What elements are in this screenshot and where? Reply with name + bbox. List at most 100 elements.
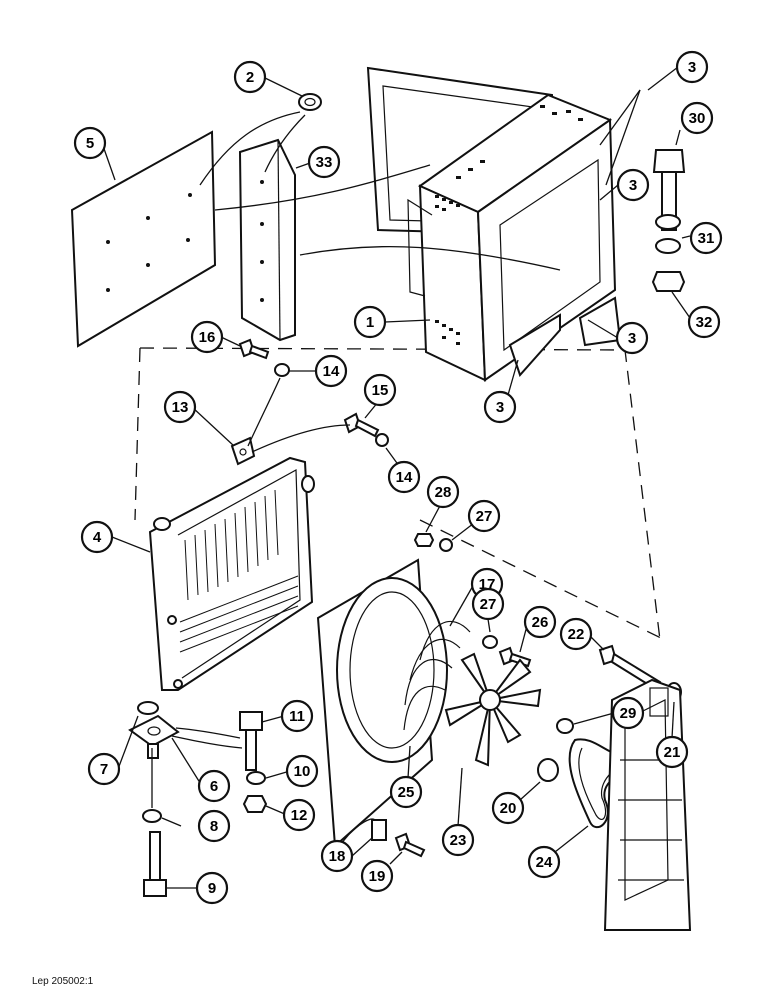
svg-text:24: 24 [536, 854, 553, 871]
svg-text:18: 18 [329, 848, 346, 865]
callout-21: 21 [655, 735, 689, 769]
callout-27: 27 [467, 499, 501, 533]
fan-guard-part-17 [403, 621, 471, 731]
callout-14: 14 [314, 354, 348, 388]
svg-text:9: 9 [208, 880, 216, 897]
callout-33: 33 [307, 145, 341, 179]
callout-23: 23 [441, 823, 475, 857]
washer-part-8 [142, 809, 162, 823]
bolt-part-30 [652, 149, 686, 231]
callout-29: 29 [611, 696, 645, 730]
svg-text:28: 28 [435, 484, 452, 501]
svg-text:27: 27 [480, 596, 497, 613]
svg-text:1: 1 [366, 314, 374, 331]
callout-9: 9 [195, 871, 229, 905]
callout-18: 18 [320, 839, 354, 873]
svg-text:23: 23 [450, 832, 467, 849]
callout-4: 4 [80, 520, 114, 554]
washer-part-14 [274, 363, 389, 447]
callout-3: 3 [483, 390, 517, 424]
svg-text:3: 3 [688, 59, 696, 76]
nut-part-32 [651, 271, 686, 292]
svg-text:14: 14 [396, 469, 413, 486]
mount-part-6 [128, 714, 180, 759]
callout-3: 3 [615, 321, 649, 355]
svg-text:26: 26 [532, 614, 549, 631]
svg-text:3: 3 [628, 330, 636, 347]
callout-25: 25 [389, 775, 423, 809]
svg-text:25: 25 [398, 784, 415, 801]
panel-part-5 [70, 130, 217, 348]
callout-12: 12 [282, 798, 316, 832]
svg-text:3: 3 [629, 177, 637, 194]
pulley-part-29 [556, 718, 574, 734]
radiator-part-4 [148, 456, 315, 691]
washer-part-10 [246, 771, 266, 785]
svg-text:7: 7 [100, 761, 108, 778]
callout-7: 7 [87, 752, 121, 786]
callout-30: 30 [680, 101, 714, 135]
svg-text:5: 5 [86, 135, 94, 152]
callouts: 1 2 3 3 3 3 4 5 6 7 8 9 10 11 12 13 14 1… [73, 50, 723, 905]
svg-text:3: 3 [496, 399, 504, 416]
svg-text:12: 12 [291, 807, 308, 824]
svg-text:31: 31 [698, 230, 715, 247]
bracket-part-13 [230, 436, 256, 466]
callout-19: 19 [360, 859, 394, 893]
svg-text:30: 30 [689, 110, 706, 127]
bolt-part-26 [498, 646, 532, 668]
svg-text:10: 10 [294, 763, 311, 780]
callout-2: 2 [233, 60, 267, 94]
callout-8: 8 [197, 809, 231, 843]
svg-text:2: 2 [246, 69, 254, 86]
callout-20: 20 [491, 791, 525, 825]
svg-text:13: 13 [172, 399, 189, 416]
callout-3: 3 [675, 50, 709, 84]
callout-6: 6 [197, 769, 231, 803]
grommet-part-2 [298, 93, 322, 111]
shroud-frame-part-1 [366, 66, 622, 382]
svg-text:22: 22 [568, 626, 585, 643]
svg-text:8: 8 [210, 818, 218, 835]
clip-part-18 [371, 819, 387, 841]
bolt-part-15 [343, 412, 380, 438]
washer-part-31 [655, 214, 681, 254]
strip-part-33 [238, 138, 296, 342]
callout-3: 3 [616, 168, 650, 202]
svg-text:29: 29 [620, 705, 637, 722]
svg-text:15: 15 [372, 382, 389, 399]
bolt-part-11 [239, 711, 263, 771]
callout-24: 24 [527, 845, 561, 879]
svg-text:4: 4 [93, 529, 102, 546]
nut-part-27 [439, 538, 498, 649]
callout-14: 14 [387, 460, 421, 494]
callout-11: 11 [280, 699, 314, 733]
nut-part-28 [413, 533, 435, 547]
callout-28: 28 [426, 475, 460, 509]
svg-text:14: 14 [323, 363, 340, 380]
bolt-part-19 [394, 832, 426, 858]
callout-5: 5 [73, 126, 107, 160]
callout-13: 13 [163, 390, 197, 424]
svg-text:19: 19 [369, 868, 386, 885]
fan-shroud-plate [316, 558, 448, 849]
svg-text:6: 6 [210, 778, 218, 795]
callout-26: 26 [523, 605, 557, 639]
bolt-part-16 [238, 338, 270, 360]
svg-text:16: 16 [199, 329, 216, 346]
svg-text:21: 21 [664, 744, 681, 761]
callout-16: 16 [190, 320, 224, 354]
svg-text:11: 11 [289, 708, 305, 725]
svg-text:27: 27 [476, 508, 493, 525]
callout-10: 10 [285, 754, 319, 788]
svg-text:20: 20 [500, 800, 517, 817]
reference-code: Lep 205002:1 [32, 976, 94, 987]
nut-part-12 [242, 795, 268, 813]
fan-part-23 [444, 652, 542, 767]
callout-1: 1 [353, 305, 387, 339]
callout-31: 31 [689, 221, 723, 255]
callout-32: 32 [687, 305, 721, 339]
gear-part-20 [537, 758, 559, 782]
callout-22: 22 [559, 617, 593, 651]
